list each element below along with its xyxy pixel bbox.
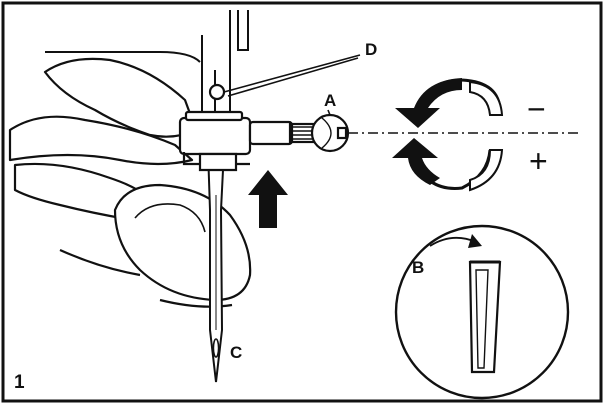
- label-a: A: [324, 91, 336, 110]
- label-c: C: [230, 343, 242, 362]
- plus-sign: +: [529, 143, 548, 179]
- figure-number: 1: [14, 372, 25, 393]
- label-b: B: [412, 258, 424, 277]
- label-d: D: [365, 40, 377, 59]
- minus-sign: −: [527, 91, 546, 127]
- needle-eye: [212, 338, 220, 358]
- clamp-hole: [208, 83, 226, 101]
- detail-view: [394, 224, 570, 400]
- rotation-indicator: [392, 78, 504, 192]
- clamp-screw: [248, 113, 350, 153]
- leader-lines: [223, 54, 361, 116]
- rotate-counterclockwise-icon: [395, 78, 462, 128]
- arrow-up-icon: [248, 170, 288, 228]
- rotate-clockwise-icon: [392, 138, 440, 185]
